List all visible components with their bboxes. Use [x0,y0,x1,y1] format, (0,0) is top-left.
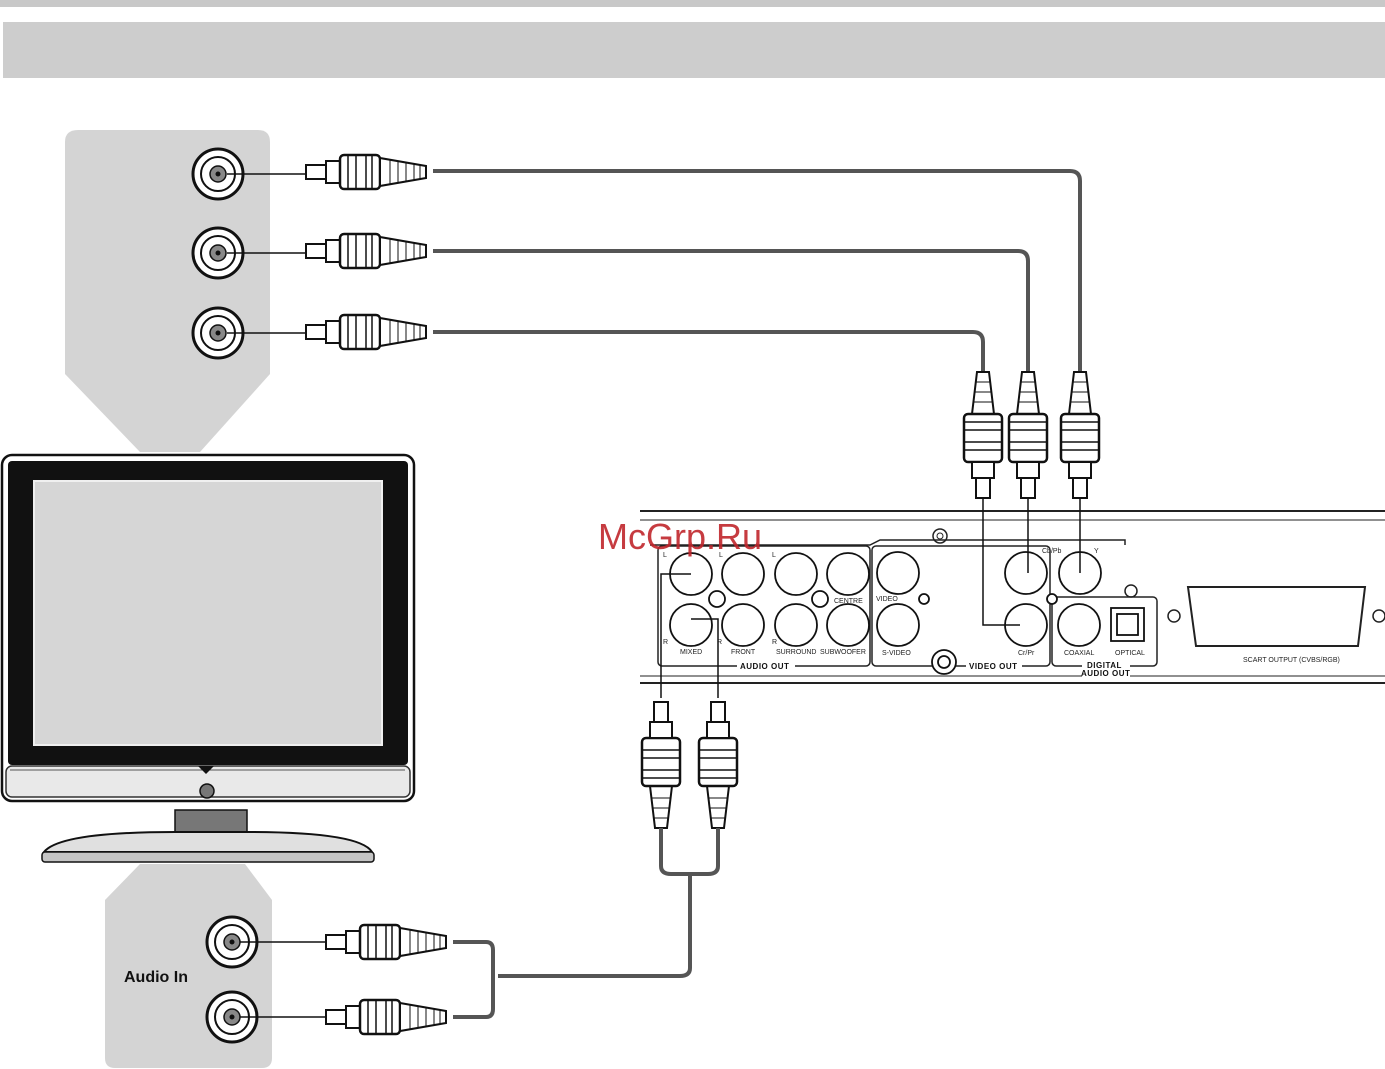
rca-plug-horizontal[interactable] [304,232,428,270]
dvd-labels: L L L R R R MIXED FRONT SURROUND CENTRE … [663,548,1340,678]
tv-monitor [0,453,416,863]
label-video: VIDEO [876,596,898,603]
rca-plug-horizontal[interactable] [304,313,428,351]
label-front: FRONT [731,649,756,656]
audio-in-label: Audio In [124,969,188,986]
dvd-audio-jacks[interactable] [669,552,870,647]
dvd-rear-panel [640,510,1385,684]
label-cr-pr: Cr/Pr [1018,650,1035,657]
rca-plug-vertical[interactable] [962,370,1004,500]
label-ch-right: R [772,639,777,646]
rca-plug-vertical[interactable] [1059,370,1101,500]
label-video-out: VIDEO OUT [969,662,1018,671]
tv-component-panel [65,130,270,452]
label-ch-left: L [772,552,776,559]
audio-cable [453,828,720,1019]
label-coaxial: COAXIAL [1064,650,1094,657]
label-ch-right: R [717,639,722,646]
watermark: McGrp.Ru [598,516,762,557]
top-rule [0,0,1385,7]
rca-plug-horizontal[interactable] [304,153,428,191]
label-cb-pb: Cb/Pb [1042,548,1062,555]
label-audio-out: AUDIO OUT [740,662,789,671]
label-ch-left: L [663,552,667,559]
component-leads [982,498,1081,626]
dvd-video-jacks[interactable] [876,551,1145,675]
label-surround: SURROUND [776,649,816,656]
header-bar [3,22,1385,78]
label-ch-right: R [663,639,668,646]
rca-plug-audio-right[interactable] [697,700,739,830]
label-ch-left: L [719,552,723,559]
label-digital: DIGITAL [1087,661,1122,670]
label-digital-audio-out: AUDIO OUT [1081,669,1130,678]
label-centre: CENTRE [834,598,863,605]
label-optical: OPTICAL [1115,650,1145,657]
rca-plug-vertical[interactable] [1007,370,1049,500]
audio-leads [660,573,719,698]
label-s-video: S-VIDEO [882,650,911,657]
label-y: Y [1094,548,1099,555]
rca-plug-horizontal[interactable] [324,923,448,961]
label-mixed: MIXED [680,649,702,656]
label-scart-output: SCART OUTPUT (CVBS/RGB) [1243,657,1340,664]
component-cables [433,169,1082,372]
rca-plug-audio-left[interactable] [640,700,682,830]
label-subwoofer: SUBWOOFER [820,649,866,656]
rca-plug-horizontal[interactable] [324,998,448,1036]
